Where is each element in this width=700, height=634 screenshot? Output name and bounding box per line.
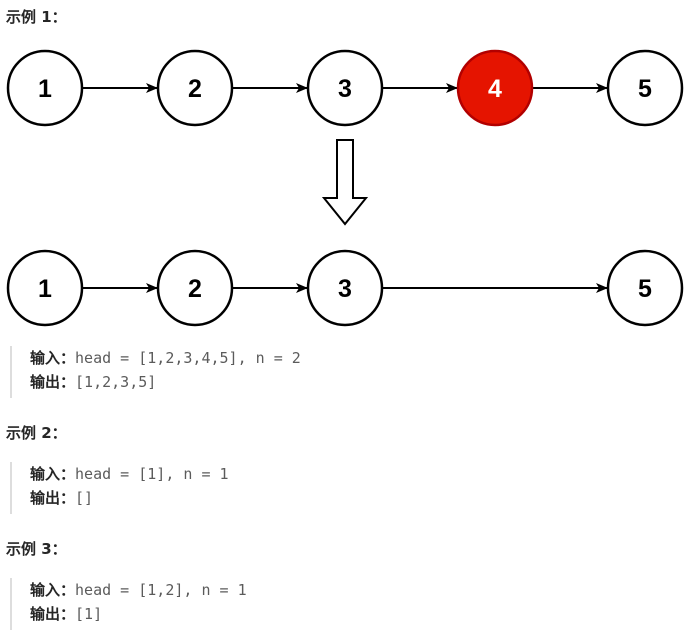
list-node: 2 — [156, 49, 234, 127]
node-value: 5 — [638, 275, 652, 303]
output-label: 输出： — [30, 489, 76, 507]
example-2-io-block: 输入：head = [1], n = 1 输出：[] — [10, 462, 690, 514]
input-label: 输入： — [30, 581, 76, 599]
node-value: 3 — [338, 75, 352, 103]
list-node: 1 — [6, 49, 84, 127]
down-arrow-icon — [321, 139, 369, 226]
output-line: 输出：[] — [30, 486, 690, 510]
list-node: 3 — [306, 249, 384, 327]
output-label: 输出： — [30, 373, 76, 391]
output-value: [] — [75, 489, 94, 507]
output-line: 输出：[1] — [30, 602, 690, 626]
example-3-title: 示例 3： — [6, 540, 67, 558]
input-value: head = [1,2,3,4,5], n = 2 — [75, 349, 301, 367]
node-value: 2 — [188, 275, 202, 303]
output-value: [1,2,3,5] — [75, 373, 157, 391]
list-node: 3 — [306, 49, 384, 127]
list-node-removed: 4 — [456, 49, 534, 127]
node-value: 1 — [38, 275, 52, 303]
output-line: 输出：[1,2,3,5] — [30, 370, 690, 394]
example-2-title: 示例 2： — [6, 424, 67, 442]
input-line: 输入：head = [1], n = 1 — [30, 462, 690, 486]
example-1-title: 示例 1： — [6, 8, 67, 26]
input-line: 输入：head = [1,2], n = 1 — [30, 578, 690, 602]
input-label: 输入： — [30, 465, 76, 483]
output-value: [1] — [75, 605, 103, 623]
node-value: 2 — [188, 75, 202, 103]
node-value: 3 — [338, 275, 352, 303]
list-node: 2 — [156, 249, 234, 327]
list-node: 1 — [6, 249, 84, 327]
example-3-io-block: 输入：head = [1,2], n = 1 输出：[1] — [10, 578, 690, 630]
input-line: 输入：head = [1,2,3,4,5], n = 2 — [30, 346, 690, 370]
linked-list-diagram: 1 2 3 4 5 1 2 3 5 — [6, 49, 684, 327]
input-value: head = [1], n = 1 — [75, 465, 229, 483]
node-value: 5 — [638, 75, 652, 103]
input-value: head = [1,2], n = 1 — [75, 581, 247, 599]
node-value: 1 — [38, 75, 52, 103]
output-label: 输出： — [30, 605, 76, 623]
list-node: 5 — [606, 49, 684, 127]
example-1-io-block: 输入：head = [1,2,3,4,5], n = 2 输出：[1,2,3,5… — [10, 346, 690, 398]
node-value: 4 — [488, 75, 502, 103]
input-label: 输入： — [30, 349, 76, 367]
list-node: 5 — [606, 249, 684, 327]
